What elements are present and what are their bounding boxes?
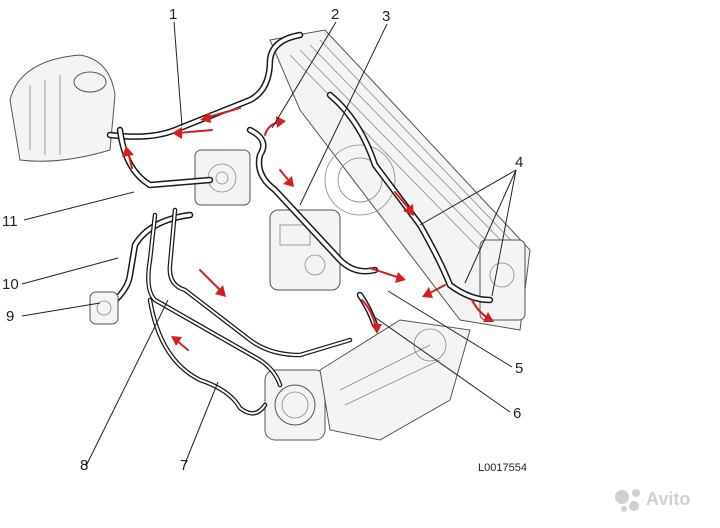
flow-arrow-icon — [172, 127, 213, 139]
flow-arrow-icon — [199, 269, 226, 297]
callout-4: 4 — [515, 154, 523, 171]
throttle-body — [264, 369, 326, 441]
hose-heater-loop — [146, 207, 353, 416]
avito-logo-icon — [615, 489, 640, 512]
hose-radiator-lower — [326, 91, 494, 304]
flow-arrow-icon — [369, 267, 406, 283]
flow-arrow-icon — [264, 116, 286, 136]
hose-lower-left — [106, 211, 194, 309]
callout-9: 9 — [6, 308, 14, 325]
callout-8: 8 — [80, 457, 88, 474]
callout-5: 5 — [515, 360, 523, 377]
reference-code: L0017554 — [478, 462, 527, 474]
callout-2: 2 — [331, 6, 339, 23]
flow-arrow-icon — [279, 169, 294, 187]
callout-6: 6 — [513, 405, 521, 422]
flow-arrows — [122, 107, 494, 351]
watermark-text: Avito — [646, 489, 690, 509]
hose-connector-9 — [89, 291, 119, 325]
flow-arrow-icon — [394, 191, 414, 216]
flow-arrow-icon — [471, 299, 494, 322]
flow-arrow-icon — [122, 146, 134, 169]
hose-upper — [106, 31, 304, 140]
expansion-tank — [9, 54, 116, 162]
egr-module — [269, 209, 341, 291]
callout-labels: 1 2 3 4 5 6 7 8 9 10 11 — [2, 6, 523, 474]
callout-10: 10 — [2, 276, 19, 293]
callout-1: 1 — [169, 6, 177, 23]
hose-thermostat — [246, 126, 379, 275]
callout-3: 3 — [382, 8, 390, 25]
radiator-assembly — [269, 29, 531, 331]
engine-block-lower — [319, 319, 471, 441]
water-pump — [479, 239, 526, 321]
leader-lines — [21, 21, 517, 467]
callout-7: 7 — [180, 457, 188, 474]
flow-arrow-icon — [200, 107, 241, 123]
flow-arrow-icon — [361, 299, 382, 334]
flow-arrow-icon — [422, 284, 446, 298]
flow-arrow-icon — [171, 336, 189, 351]
callout-11: 11 — [2, 213, 18, 230]
avito-watermark: Avito — [615, 489, 690, 512]
